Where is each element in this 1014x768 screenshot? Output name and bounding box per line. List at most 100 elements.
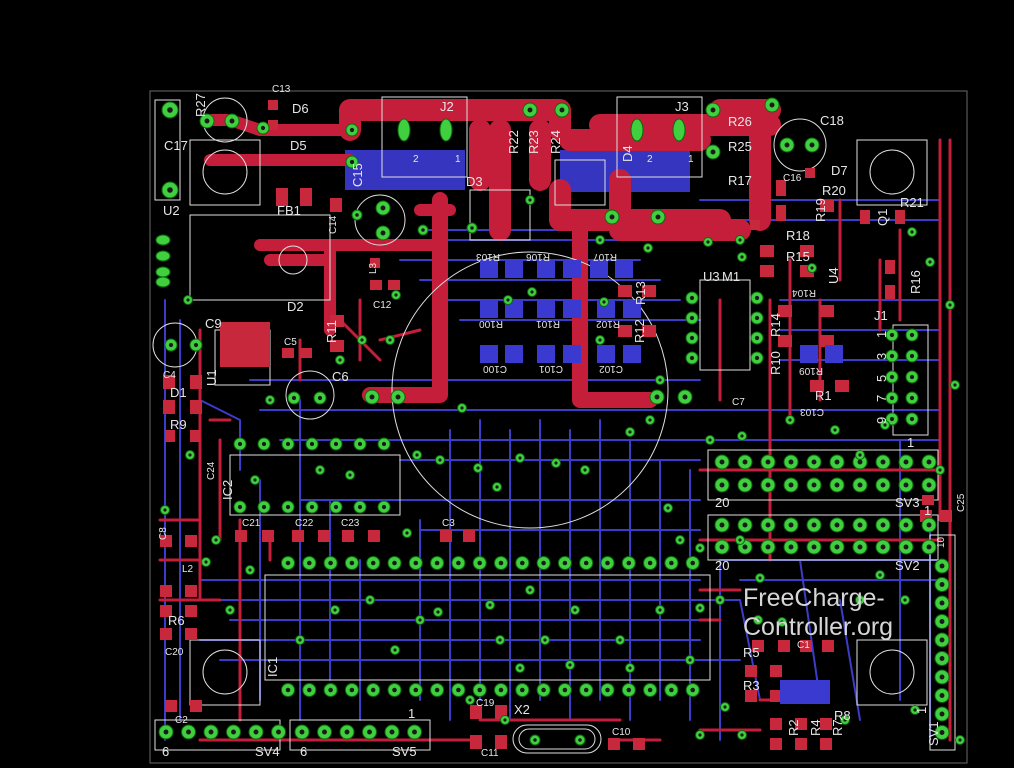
pad-drill-hole: [909, 332, 915, 338]
pad-drill-hole: [648, 418, 652, 422]
pin-sv2-20: 20: [715, 558, 729, 573]
pad-drill-hole: [740, 255, 744, 259]
pad-drill-hole: [460, 406, 464, 410]
label-c22: C22: [295, 518, 314, 529]
pad-drill-hole: [253, 478, 257, 482]
pad-drill-hole: [468, 698, 472, 702]
pad-drill-hole: [719, 522, 725, 528]
component-labels: R27 C17 C13 D6 D5 U2 FB1 C14 C15 J2 R22 …: [158, 84, 967, 759]
pad-drill-hole: [368, 598, 372, 602]
pad-drill-hole: [742, 482, 748, 488]
pad-drill-hole: [926, 544, 932, 550]
pad-drill-hole: [554, 461, 558, 465]
label-d3: D3: [466, 174, 483, 189]
pad-drill-hole: [811, 459, 817, 465]
pad-drill-hole: [498, 687, 504, 693]
board-outline: [149, 90, 968, 764]
pad-drill-hole: [434, 687, 440, 693]
label-c4: C4: [163, 370, 176, 381]
pad-drill-hole: [765, 522, 771, 528]
pad-drill-hole: [926, 459, 932, 465]
pad-drill-hole: [626, 687, 632, 693]
pad-drill-hole: [344, 729, 350, 735]
u2-lead-pad: [155, 276, 171, 288]
label-j3: J3: [675, 99, 689, 114]
label-x2: X2: [514, 702, 530, 717]
label-u1: U1: [204, 369, 219, 386]
label-r16: R16: [908, 270, 923, 294]
pad-drill-hole: [889, 332, 895, 338]
smd-pads: [160, 100, 952, 750]
pad-drill-hole: [415, 453, 419, 457]
pad-drill-hole: [456, 560, 461, 566]
pin-j1-7: 7: [874, 395, 889, 402]
label-d7: D7: [831, 163, 848, 178]
pad-drill-hole: [754, 335, 760, 341]
label-r13: R13: [633, 281, 648, 305]
pad-drill-hole: [583, 687, 589, 693]
pad-drill-hole: [228, 608, 232, 612]
pad-drill-hole: [788, 482, 794, 488]
pad-drill-hole: [421, 228, 425, 232]
pin-labels: 2 1 2 1 1 3 5 7 9 1 20 20 10 1 6 6 1 1: [162, 154, 947, 759]
pad-drill-hole: [903, 544, 909, 550]
label-c13: C13: [272, 84, 291, 95]
label-u3: U3: [703, 269, 720, 284]
pad-drill-hole: [285, 504, 291, 510]
label-c16: C16: [783, 173, 802, 184]
pad-drill-hole: [647, 560, 653, 566]
label-r19: R19: [813, 198, 828, 222]
pad-drill-hole: [754, 295, 760, 301]
pad-drill-hole: [926, 522, 932, 528]
pad-drill-hole: [530, 290, 534, 294]
label-sv3: SV3: [895, 495, 920, 510]
pad-drill-hole: [834, 544, 840, 550]
pad-drill-hole: [506, 298, 510, 302]
label-c11: C11: [481, 748, 499, 759]
pad-drill-hole: [689, 335, 695, 341]
label-c101: C101: [539, 363, 563, 374]
pad-drill-hole: [533, 738, 537, 742]
pad-drill-hole: [689, 355, 695, 361]
label-r103: R103: [476, 251, 500, 262]
pad-drill-hole: [658, 608, 662, 612]
label-r3: R3: [743, 678, 760, 693]
pad-drill-hole: [647, 687, 653, 693]
label-ic1: IC1: [265, 657, 280, 677]
pad-drill-hole: [857, 544, 863, 550]
label-fb1: FB1: [277, 203, 301, 218]
pad-drill-hole: [498, 638, 502, 642]
label-r23: R23: [526, 130, 541, 154]
u2-lead-pad: [155, 266, 171, 278]
label-r7: R7: [830, 719, 845, 736]
through-hole-pads: [155, 97, 965, 746]
pad-drill-hole: [843, 718, 847, 722]
pad-drill-hole: [367, 729, 372, 735]
pad-drill-hole: [583, 468, 587, 472]
u2-lead-pad: [155, 234, 171, 246]
pad-drill-hole: [788, 544, 794, 550]
pad-drill-hole: [393, 648, 397, 652]
brand-line-2: Controller.org: [743, 613, 893, 641]
j2-pin-pad: [439, 118, 453, 142]
pad-drill-hole: [167, 107, 173, 113]
pad-drill-hole: [719, 544, 725, 550]
pad-drill-hole: [809, 142, 815, 148]
pad-drill-hole: [889, 416, 895, 422]
label-r109: R109: [799, 365, 823, 376]
label-r18: R18: [786, 228, 810, 243]
label-r6: R6: [168, 613, 185, 628]
pad-drill-hole: [381, 441, 387, 447]
pin-sv3-20: 20: [715, 495, 729, 510]
pad-drill-hole: [765, 544, 771, 550]
label-c9: C9: [205, 316, 222, 331]
pad-drill-hole: [740, 733, 744, 737]
label-r107: R107: [593, 251, 617, 262]
pad-drill-hole: [903, 482, 909, 488]
label-q1: Q1: [875, 209, 890, 226]
pad-drill-hole: [710, 149, 716, 155]
pad-drill-hole: [253, 729, 259, 735]
pad-drill-hole: [658, 378, 662, 382]
pad-drill-hole: [939, 711, 945, 717]
pad-drill-hole: [598, 238, 602, 242]
